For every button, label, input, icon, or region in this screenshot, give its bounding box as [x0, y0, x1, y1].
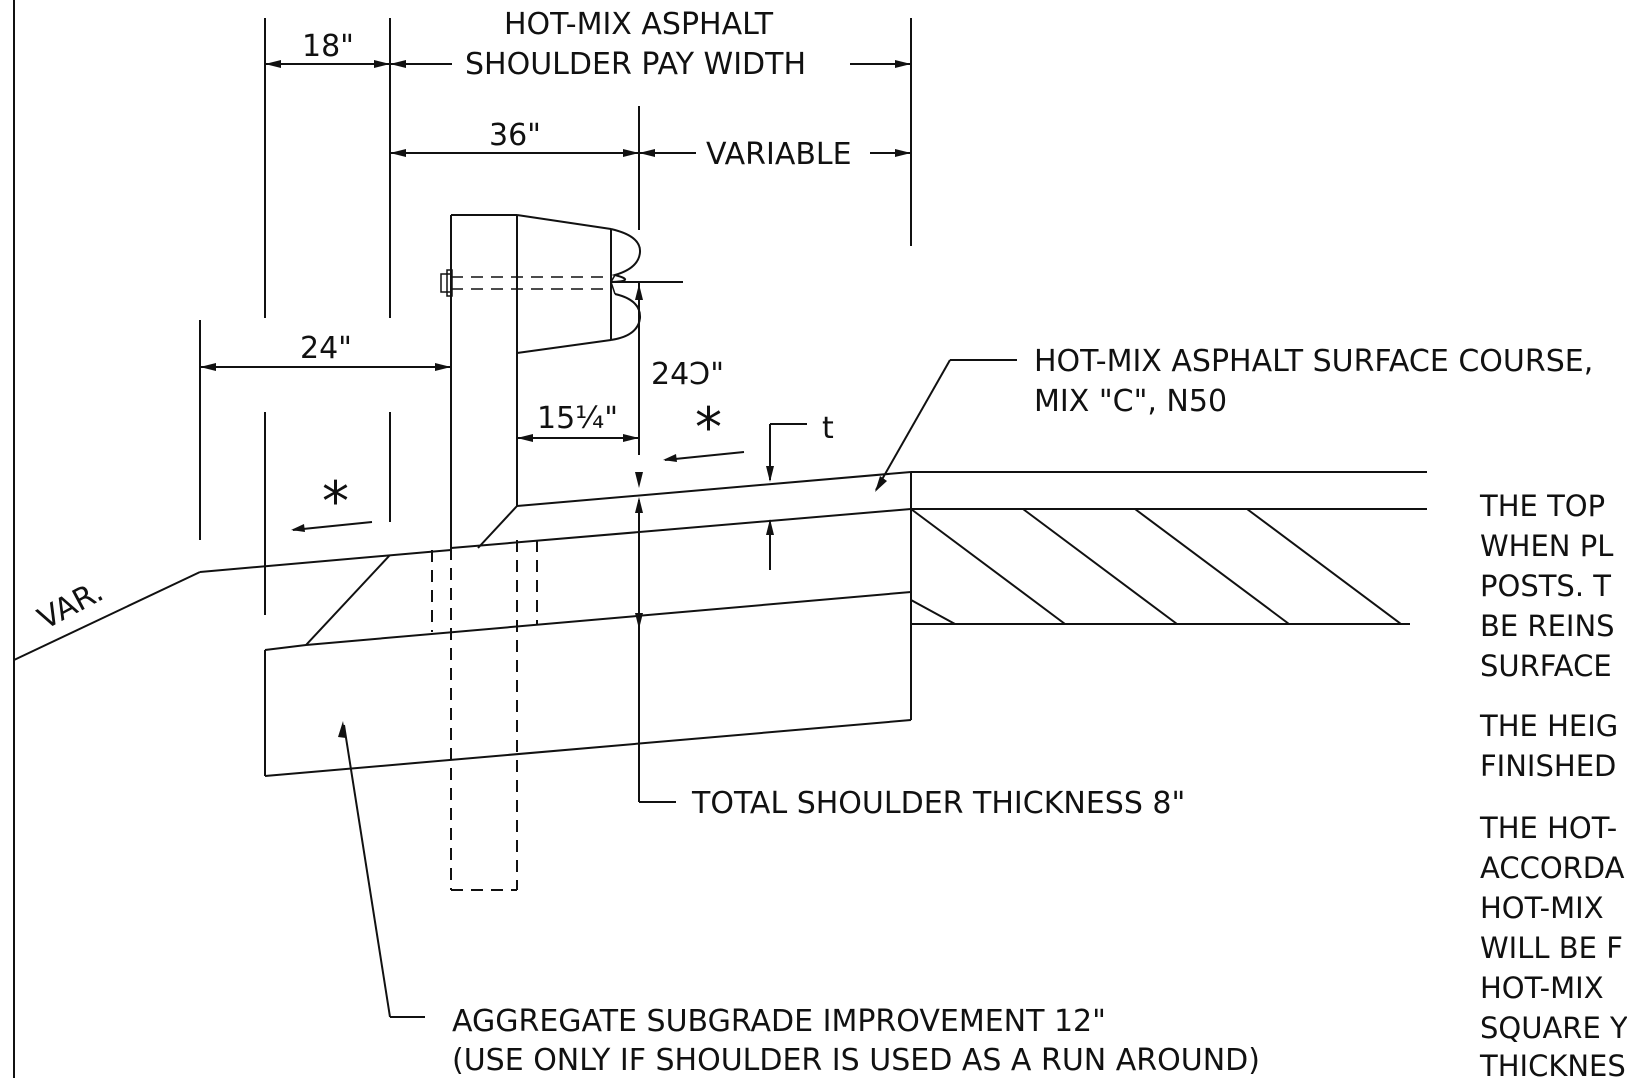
note-1-line: POSTS. T [1480, 569, 1611, 603]
general-note-1: THE TOP WHEN PL POSTS. T BE REINS SURFAC… [1479, 489, 1615, 683]
extension-lines [199, 18, 912, 615]
pavement-hatching [910, 508, 1402, 625]
guardrail-post-embedded [431, 540, 538, 891]
note-3-line: HOT-MIX [1480, 971, 1604, 1005]
note-2-line: THE HEIG [1479, 709, 1618, 743]
dim-24c-label: 24Ↄ" [651, 357, 724, 392]
subgrade-label-line2: (USE ONLY IF SHOULDER IS USED AS A RUN A… [452, 1043, 1260, 1078]
note-1-line: SURFACE [1480, 649, 1612, 683]
foreslope-line [13, 571, 201, 661]
dim-15-label: 15¼" [537, 401, 618, 436]
leader-lines [343, 359, 1017, 1018]
asterisk-right: * [695, 396, 722, 459]
note-1-line: WHEN PL [1480, 529, 1613, 563]
note-1-line: THE TOP [1479, 489, 1605, 523]
dim-24-label: 24" [300, 331, 352, 366]
note-3-line: WILL BE F [1480, 931, 1623, 965]
general-note-2: THE HEIG FINISHED [1479, 709, 1618, 783]
dim-18-label: 18" [302, 29, 354, 64]
note-1-line: BE REINS [1480, 609, 1615, 643]
note-3-line: ACCORDA [1480, 851, 1625, 885]
variable-label: VARIABLE [706, 137, 852, 172]
surface-course-label-line2: MIX "C", N50 [1034, 384, 1227, 419]
pay-width-label-line2: SHOULDER PAY WIDTH [465, 47, 806, 82]
slope-arrows [291, 451, 745, 532]
guardrail-post [450, 214, 518, 548]
subgrade-label-line1: AGGREGATE SUBGRADE IMPROVEMENT 12" [452, 1004, 1106, 1039]
dim-36-label: 36" [489, 118, 541, 153]
pavement-section [13, 471, 1427, 777]
surface-course-label-line1: HOT-MIX ASPHALT SURFACE COURSE, [1034, 344, 1593, 379]
asterisk-left: * [322, 470, 349, 533]
note-3-line: THICKNES [1479, 1049, 1626, 1078]
note-3-line: SQUARE Y [1480, 1011, 1627, 1045]
note-2-line: FINISHED [1480, 749, 1616, 783]
var-slope-label: VAR. [32, 574, 109, 637]
note-3-line: HOT-MIX [1480, 891, 1604, 925]
pay-width-label-line1: HOT-MIX ASPHALT [504, 7, 774, 42]
total-thickness-label: TOTAL SHOULDER THICKNESS 8" [691, 786, 1185, 821]
blockout-and-w-beam [440, 214, 642, 354]
t-label: t [822, 411, 834, 446]
note-3-line: THE HOT- [1479, 811, 1617, 845]
general-note-3: THE HOT- ACCORDA HOT-MIX WILL BE F HOT-M… [1479, 811, 1627, 1078]
dimension-arrowheads [200, 60, 911, 738]
